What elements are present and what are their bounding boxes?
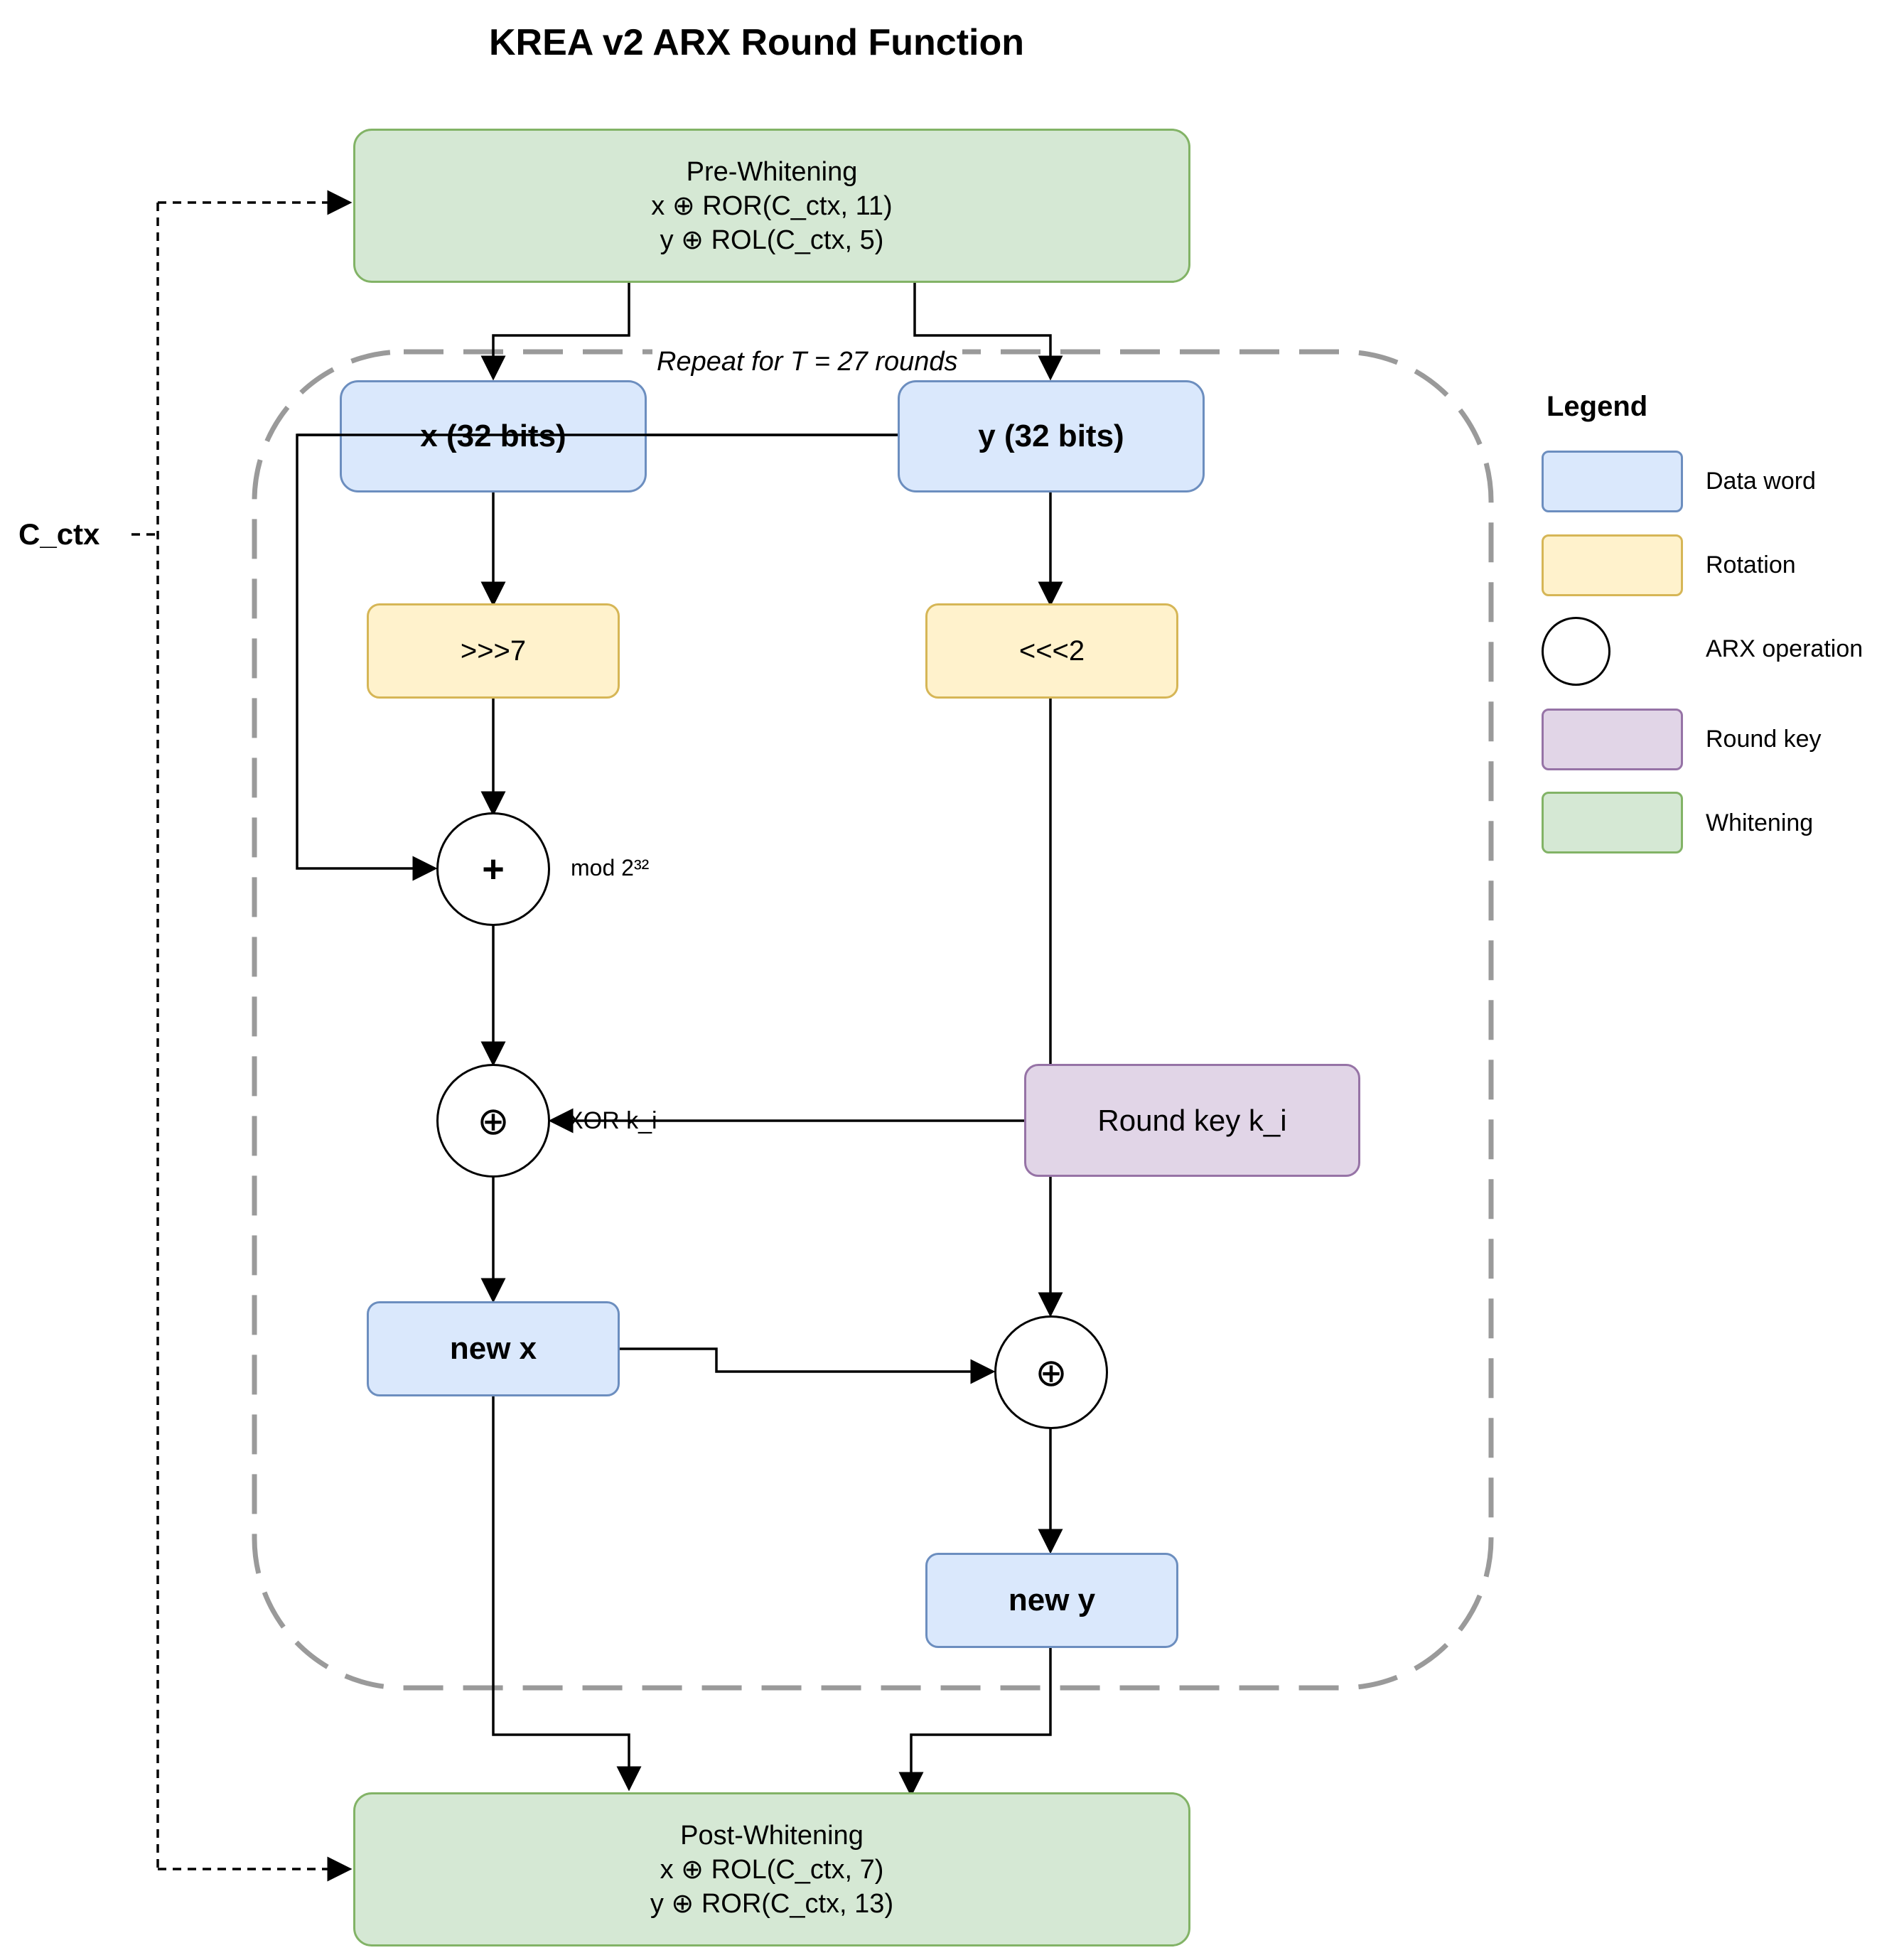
pre-whitening-box: Pre-Whitening x ⊕ ROR(C_ctx, 11) y ⊕ ROL…	[353, 129, 1190, 283]
repeat-label: Repeat for T = 27 rounds	[652, 347, 962, 377]
pre-to-y	[913, 282, 1063, 381]
post-whitening-title: Post-Whitening	[680, 1820, 864, 1851]
new-x-to-post	[492, 1396, 642, 1792]
rotation-y-box: <<<2	[925, 603, 1178, 699]
new-y-to-post	[898, 1647, 1052, 1797]
new-y-box: new y	[925, 1553, 1178, 1648]
new-x-to-xor2	[619, 1347, 996, 1384]
feedback-overlay	[297, 434, 898, 436]
xor-key-symbol: ⊕	[477, 1099, 510, 1143]
xor-key-label: XOR k_i	[567, 1107, 657, 1134]
round-key-label: Round key k_i	[1097, 1103, 1287, 1137]
round-loop-boundary	[252, 349, 1494, 1691]
rotation-y-label: <<<2	[1018, 635, 1085, 667]
xor-mix-symbol: ⊕	[1035, 1351, 1067, 1394]
pre-whitening-line2: y ⊕ ROL(C_ctx, 5)	[660, 225, 884, 255]
legend-label-whitening: Whitening	[1706, 809, 1814, 836]
post-whitening-box: Post-Whitening x ⊕ ROL(C_ctx, 7) y ⊕ ROR…	[353, 1792, 1190, 1946]
legend-title: Legend	[1547, 391, 1648, 422]
rotation-x-box: >>>7	[367, 603, 620, 699]
pre-whitening-title: Pre-Whitening	[686, 156, 858, 187]
x-word-box: x (32 bits)	[340, 380, 647, 492]
new-y-label: new y	[1008, 1583, 1096, 1617]
legend-swatch-whitening	[1542, 792, 1683, 854]
add-operation: +	[436, 812, 550, 926]
new-x-label: new x	[449, 1331, 537, 1366]
add-symbol: +	[482, 848, 505, 890]
legend-swatch-arx-operation	[1542, 617, 1610, 686]
legend-swatch-data-word	[1542, 451, 1683, 512]
legend-swatch-rotation	[1542, 534, 1683, 596]
legend-label-arx-operation: ARX operation	[1706, 635, 1863, 662]
pre-to-x	[480, 282, 630, 381]
xor-mix-operation: ⊕	[994, 1315, 1108, 1429]
post-whitening-line2: y ⊕ ROR(C_ctx, 13)	[650, 1888, 894, 1919]
diagram-title: KREA v2 ARX Round Function	[489, 22, 1025, 63]
xor-key-operation: ⊕	[436, 1064, 550, 1178]
legend-swatch-round-key	[1542, 709, 1683, 770]
legend-label-rotation: Rotation	[1706, 551, 1796, 578]
y-word-label: y (32 bits)	[978, 419, 1124, 453]
round-key-box: Round key k_i	[1024, 1064, 1360, 1177]
ctx-label: C_ctx	[18, 517, 100, 551]
post-whitening-line1: x ⊕ ROL(C_ctx, 7)	[660, 1854, 884, 1885]
pre-whitening-line1: x ⊕ ROR(C_ctx, 11)	[651, 190, 893, 221]
y-word-box: y (32 bits)	[898, 380, 1205, 492]
legend-label-round-key: Round key	[1706, 726, 1822, 753]
rotation-x-label: >>>7	[460, 635, 527, 667]
add-mod-label: mod 2³²	[571, 855, 650, 881]
new-x-box: new x	[367, 1301, 620, 1396]
legend-label-data-word: Data word	[1706, 468, 1816, 495]
